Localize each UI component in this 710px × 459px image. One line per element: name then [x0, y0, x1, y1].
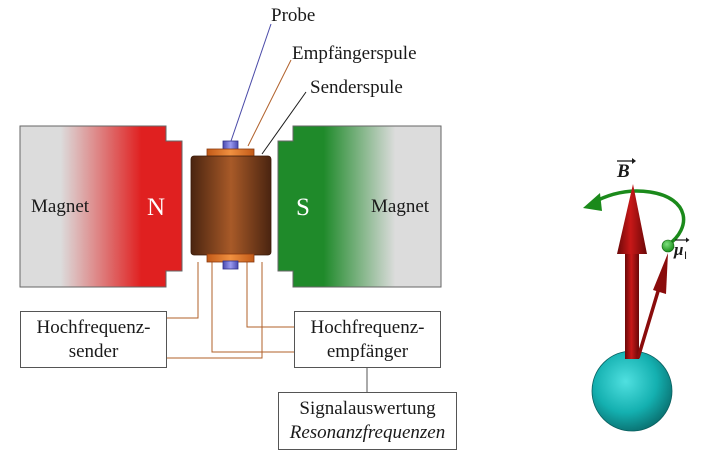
nucleus-sphere	[591, 350, 673, 432]
magnet-north	[19, 125, 183, 288]
probe-label: Probe	[271, 5, 315, 26]
b-field-label: B	[616, 161, 630, 182]
lead-wires	[166, 262, 294, 359]
transmitter-box-line2: sender	[68, 340, 119, 362]
moment-vector-tip	[686, 237, 690, 243]
pole-south-label: S	[296, 194, 310, 221]
transmitter-box-line1: Hochfrequenz-	[36, 316, 151, 338]
b-field-arrow-head	[617, 184, 647, 254]
moment-subscript: I	[684, 250, 687, 262]
receiver-coil-label: Empfängerspule	[292, 43, 417, 64]
receiver-box-line1: Hochfrequenz-	[310, 316, 425, 338]
transmitter-box: Hochfrequenz- sender	[20, 311, 167, 368]
transmitter-coil-leader	[261, 91, 307, 155]
b-field-vector-tip	[632, 158, 636, 164]
evaluation-box-line1: Signalauswertung	[299, 398, 436, 419]
magnet-south	[277, 125, 442, 288]
precession-arrowhead	[583, 193, 602, 211]
probe-leader	[230, 23, 272, 142]
receiver-box-line2: empfänger	[326, 340, 409, 362]
evaluation-box: Signalauswertung Resonanzfrequenzen	[278, 392, 457, 450]
magnet-left-label: Magnet	[31, 196, 90, 217]
magnet-right-label: Magnet	[371, 196, 430, 217]
pole-north-label: N	[147, 194, 165, 221]
transmitter-coil-label: Senderspule	[310, 77, 403, 98]
probe-bottom	[222, 260, 239, 270]
moment-label: μ	[673, 240, 683, 259]
moment-arrow-shaft	[636, 287, 661, 359]
moment-tip-dot	[661, 239, 675, 253]
receiver-coil-leader	[247, 59, 292, 147]
b-field-arrow-shaft	[625, 252, 639, 359]
moment-arrow-head	[653, 253, 668, 294]
coil-body	[190, 155, 272, 256]
precession-arc	[591, 189, 686, 247]
evaluation-box-line2: Resonanzfrequenzen	[289, 422, 446, 443]
receiver-box: Hochfrequenz- empfänger	[294, 311, 441, 368]
spin-vector-diagram: B μ I	[583, 158, 690, 432]
